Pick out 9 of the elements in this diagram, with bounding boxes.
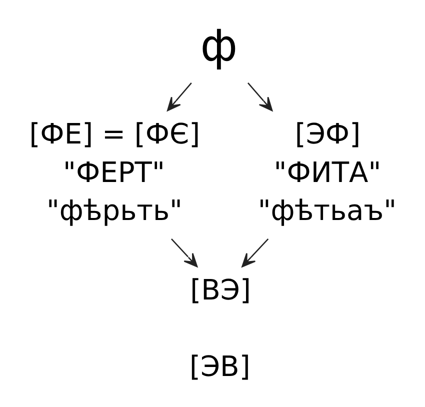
node-text: ф [200,22,238,72]
arrow [248,82,273,112]
arrow [242,238,269,268]
label: [ЭВ] [190,350,250,384]
arrow [166,82,192,112]
arrow [171,238,198,268]
node-text: [ФЕ] = [ФЄ] "ФЕРТ" "фѣрьть" [29,118,200,228]
node-text: [ЭФ] "ФИТА" "фѣтьаъ" [258,118,396,228]
node-text: [ВЭ] [190,273,251,306]
